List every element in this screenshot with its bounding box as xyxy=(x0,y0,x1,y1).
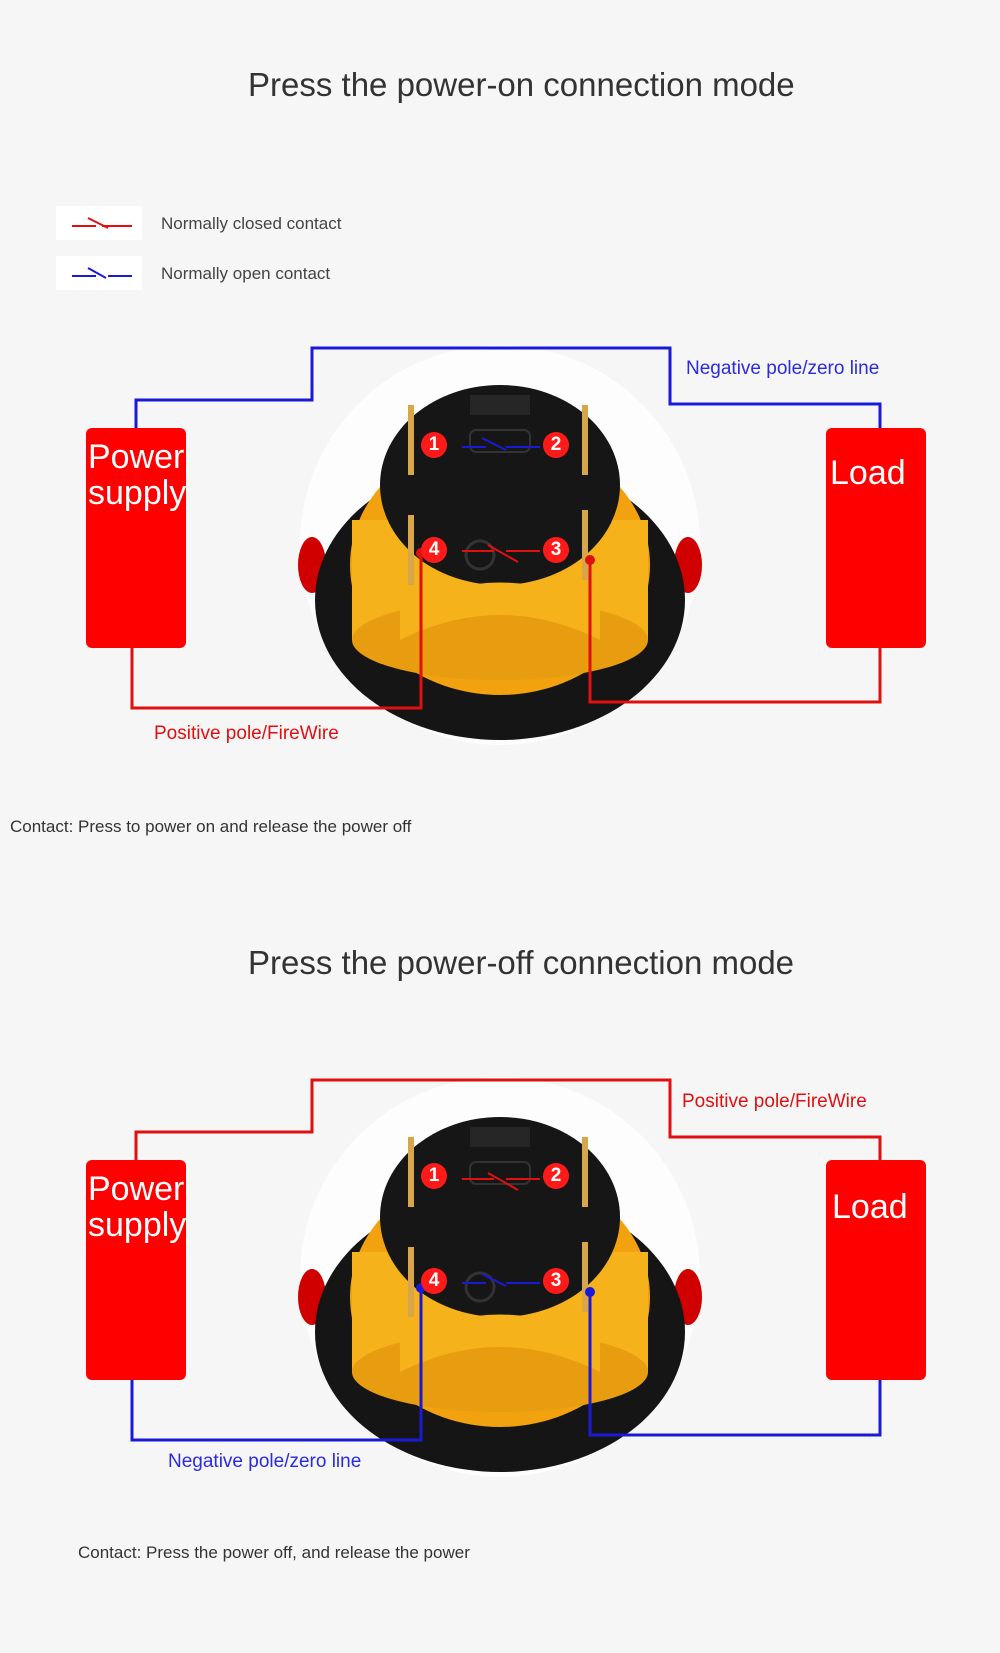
push-button-switch-icon xyxy=(298,1077,702,1477)
pin-3-badge: 3 xyxy=(543,1268,569,1294)
power-supply-label: Power supply xyxy=(88,1170,187,1244)
power-supply-label: Power supply xyxy=(88,438,187,512)
section-on-title: Press the power-on connection mode xyxy=(248,66,795,103)
section-on-top-wire-label: Negative pole/zero line xyxy=(686,358,880,379)
nc-contact-icon xyxy=(56,206,142,240)
pin-2-badge: 2 xyxy=(543,1163,569,1189)
push-button-switch-icon xyxy=(298,345,702,745)
legend-no-label: Normally open contact xyxy=(161,264,331,283)
pin-4-badge: 4 xyxy=(421,537,447,563)
load-label: Load xyxy=(830,454,906,492)
section-off-title: Press the power-off connection mode xyxy=(248,944,795,981)
no-contact-icon xyxy=(56,256,142,290)
pin-3-badge: 3 xyxy=(543,537,569,563)
section-off-note: Contact: Press the power off, and releas… xyxy=(78,1543,470,1562)
load-label: Load xyxy=(832,1188,908,1226)
pin-4-badge: 4 xyxy=(421,1268,447,1294)
pin-2-badge: 2 xyxy=(543,432,569,458)
pin-1-badge: 1 xyxy=(421,432,447,458)
section-on-bottom-wire-label: Positive pole/FireWire xyxy=(154,723,339,744)
power-supply-box: Power supply xyxy=(86,428,186,648)
section-off-top-wire-label: Positive pole/FireWire xyxy=(682,1091,867,1112)
section-on-note: Contact: Press to power on and release t… xyxy=(10,817,412,836)
section-on-wiring xyxy=(130,345,882,745)
legend-nc-label: Normally closed contact xyxy=(161,214,342,233)
power-supply-box: Power supply xyxy=(86,1160,186,1380)
pin-1-badge: 1 xyxy=(421,1163,447,1189)
load-box: Load xyxy=(826,1160,926,1380)
section-off-bottom-wire-label: Negative pole/zero line xyxy=(168,1451,362,1472)
load-box: Load xyxy=(826,428,926,648)
